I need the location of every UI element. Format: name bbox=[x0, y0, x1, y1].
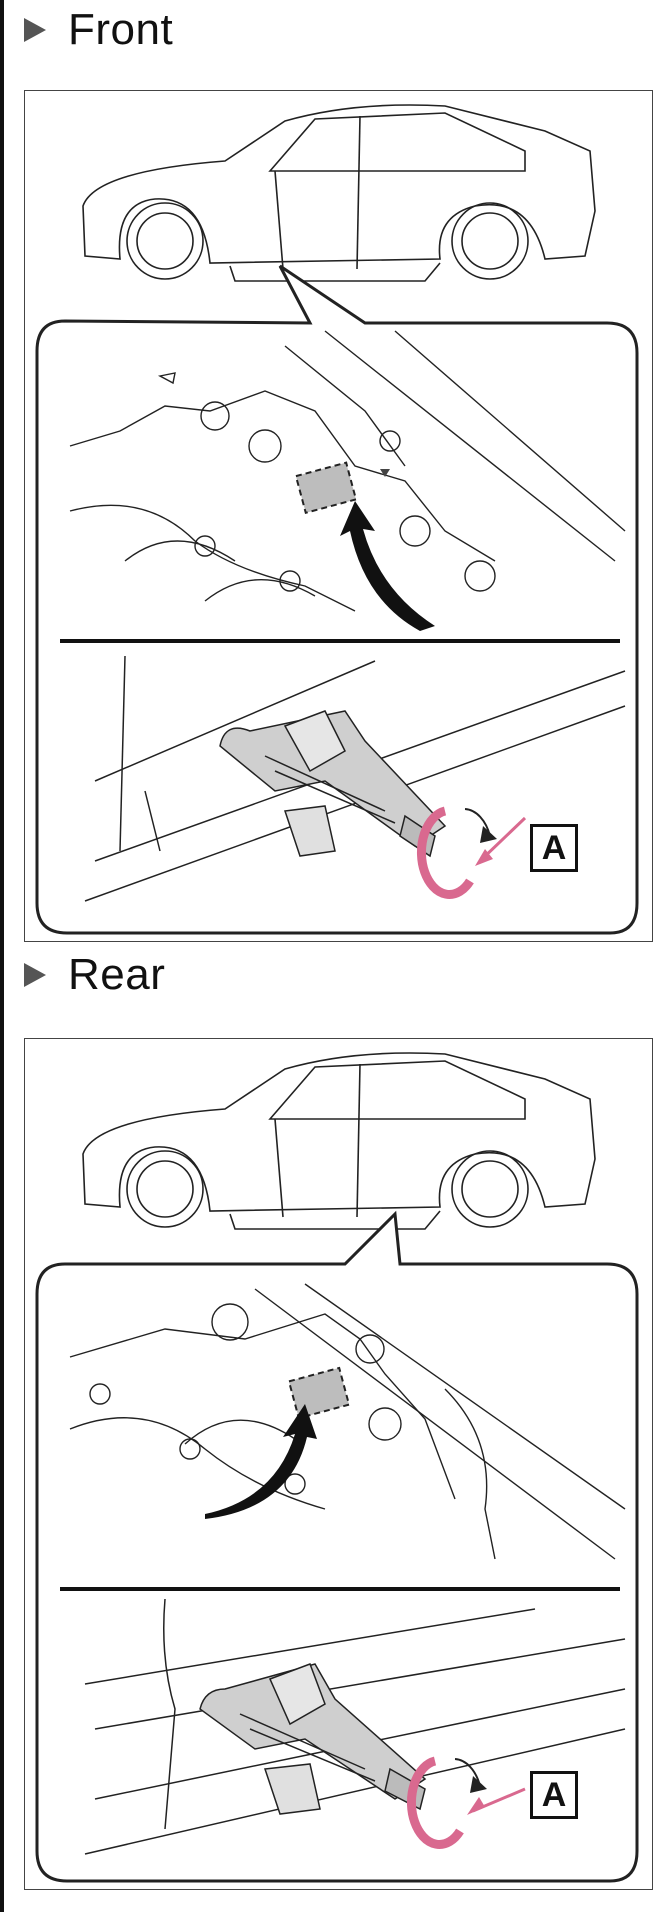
callout-label-a: A bbox=[530, 1771, 578, 1819]
crank-rotation-indicator bbox=[416, 806, 474, 899]
callout-label-a: A bbox=[530, 824, 578, 872]
underbody-detail-front bbox=[69, 330, 626, 612]
section-heading-rear: Rear bbox=[24, 945, 165, 1005]
vehicle-side-view bbox=[82, 104, 596, 282]
page-left-rule bbox=[0, 0, 4, 1912]
jack-point-marker bbox=[294, 461, 358, 515]
detail-bubble bbox=[35, 1210, 639, 1883]
curved-arrow-icon bbox=[205, 1404, 317, 1519]
front-jacking-illustration bbox=[35, 104, 639, 935]
crank-rotation-indicator bbox=[406, 1756, 464, 1849]
rear-illustration-panel: A bbox=[24, 1038, 653, 1890]
underbody-detail-rear bbox=[69, 1283, 626, 1560]
section-title: Rear bbox=[68, 950, 166, 999]
rear-jacking-illustration bbox=[35, 1052, 639, 1883]
detail-bubble bbox=[35, 264, 639, 935]
section-title: Front bbox=[68, 5, 174, 54]
front-illustration-panel: A bbox=[24, 90, 653, 942]
curved-arrow-icon bbox=[340, 501, 435, 631]
jack-detail-rear bbox=[84, 1598, 626, 1855]
triangle-right-icon bbox=[24, 18, 46, 42]
section-heading-front: Front bbox=[24, 0, 173, 60]
jack-detail-front bbox=[84, 655, 626, 902]
vehicle-side-view bbox=[82, 1052, 596, 1230]
triangle-right-icon bbox=[24, 963, 46, 987]
